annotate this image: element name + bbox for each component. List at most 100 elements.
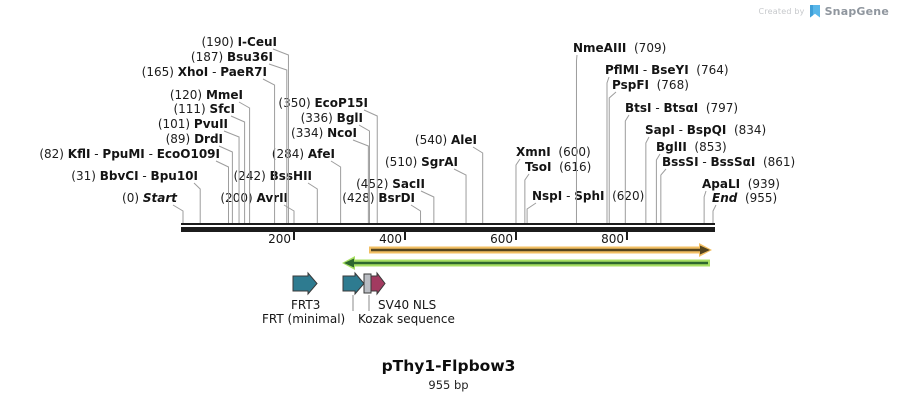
enzyme-position: (797) — [698, 101, 739, 115]
enzyme-name: EcoO109I — [156, 147, 220, 161]
enzyme-label-alei[interactable]: (540) AleI — [415, 134, 477, 147]
enzyme-position: (111) — [173, 102, 210, 116]
feature-label-frt3: FRT3 — [291, 298, 321, 312]
enzyme-label-btsi-bts-i[interactable]: BtsI - BtsαI (797) — [625, 102, 738, 115]
enzyme-position: (187) — [190, 50, 227, 64]
enzyme-position: (540) — [414, 133, 451, 147]
enzyme-position: (89) — [165, 132, 195, 146]
enzyme-name: XmnI — [516, 145, 551, 159]
enzyme-position: (31) — [71, 169, 100, 183]
enzyme-label-bsu36i[interactable]: (187) Bsu36I — [191, 51, 273, 64]
enzyme-position: (510) — [385, 155, 422, 169]
enzyme-label-ecop15i[interactable]: (350) EcoP15I — [278, 97, 368, 110]
enzyme-name: BglI — [336, 111, 363, 125]
enzyme-position: (600) — [550, 145, 591, 159]
enzyme-name: BbvCI — [99, 169, 139, 183]
enzyme-label-sapi-bspqi[interactable]: SapI - BspQI (834) — [645, 124, 766, 137]
enzyme-label-tsoi[interactable]: TsoI (616) — [525, 161, 591, 174]
enzyme-name: BsrDI — [378, 191, 415, 205]
enzyme-name: NmeAIII — [573, 41, 627, 55]
enzyme-label-ncoi[interactable]: (334) NcoI — [291, 127, 357, 140]
snapgene-credit: Created by SnapGene — [759, 5, 889, 18]
enzyme-name-separator: - — [674, 123, 687, 137]
enzyme-name-separator: - — [651, 101, 664, 115]
enzyme-position: (350) — [278, 96, 315, 110]
enzyme-label-nspi-sphi[interactable]: NspI - SphI (620) — [532, 190, 644, 203]
enzyme-position: (200) — [220, 191, 257, 205]
enzyme-position: (620) — [604, 189, 645, 203]
enzyme-position: (336) — [300, 111, 337, 125]
enzyme-position: (616) — [551, 160, 592, 174]
enzyme-name: I-CeuI — [237, 35, 277, 49]
enzyme-label-kfli-ppumi-ecoo109i[interactable]: (82) KflI - PpuMI - EcoO109I — [39, 148, 220, 161]
enzyme-label-apali[interactable]: ApaLI (939) — [702, 178, 780, 191]
enzyme-name: BssSI — [662, 155, 699, 169]
enzyme-name: AvrII — [256, 191, 288, 205]
enzyme-name: ApaLI — [702, 177, 741, 191]
feature-label-kozak-sequence: Kozak sequence — [358, 312, 455, 326]
enzyme-label-sgrai[interactable]: (510) SgrAI — [385, 156, 458, 169]
enzyme-position: (834) — [726, 123, 767, 137]
enzyme-position: (955) — [737, 191, 778, 205]
enzyme-label-bsshii[interactable]: (242) BssHII — [234, 170, 313, 183]
enzyme-name: BseYI — [651, 63, 689, 77]
enzyme-label-afei[interactable]: (284) AfeI — [272, 148, 335, 161]
enzyme-label-bgli[interactable]: (336) BglI — [301, 112, 363, 125]
enzyme-name: PspFI — [612, 78, 649, 92]
enzyme-label-pvuii[interactable]: (101) PvuII — [158, 118, 228, 131]
enzyme-label-nmeaiii[interactable]: NmeAIII (709) — [573, 42, 666, 55]
enzyme-position: (939) — [740, 177, 780, 191]
enzyme-name: SphI — [574, 189, 605, 203]
enzyme-name: BtsαI — [663, 101, 699, 115]
enzyme-label-xhoi-paer7i[interactable]: (165) XhoI - PaeR7I — [142, 66, 267, 79]
enzyme-position: (165) — [141, 65, 178, 79]
feature-label-frt-minimal: FRT (minimal) — [262, 312, 346, 326]
enzyme-name: Start — [142, 191, 177, 205]
enzyme-label-bsrdi[interactable]: (428) BsrDI — [342, 192, 415, 205]
enzyme-name: BtsI — [625, 101, 652, 115]
enzyme-name: PpuMI — [102, 147, 145, 161]
enzyme-label-bsssi-bsss-i[interactable]: BssSI - BssSαI (861) — [662, 156, 795, 169]
enzyme-label-start[interactable]: (0) Start — [122, 192, 177, 205]
enzyme-position: (428) — [342, 191, 379, 205]
enzyme-position: (709) — [626, 41, 667, 55]
enzyme-name: End — [712, 191, 738, 205]
enzyme-label-mmei[interactable]: (120) MmeI — [170, 89, 243, 102]
enzyme-name: DrdI — [194, 132, 223, 146]
plasmid-title: pThy1-Flpbow3 — [381, 357, 516, 375]
enzyme-label-sacii[interactable]: (452) SacII — [356, 178, 425, 191]
enzyme-name-separator: - — [639, 63, 652, 77]
enzyme-name: SgrAI — [421, 155, 458, 169]
enzyme-label-sfci[interactable]: (111) SfcI — [173, 103, 235, 116]
enzyme-position: (452) — [356, 177, 393, 191]
plasmid-length: 955 bp — [428, 378, 469, 392]
enzyme-name-separator: - — [138, 169, 151, 183]
feature-label-sv40-nls: SV40 NLS — [378, 298, 437, 312]
enzyme-name-separator: - — [90, 147, 103, 161]
enzyme-name: KflI — [67, 147, 91, 161]
ruler-tick-label: 600 — [490, 232, 513, 246]
enzyme-name: SapI — [645, 123, 675, 137]
enzyme-label-pspfi[interactable]: PspFI (768) — [612, 79, 689, 92]
enzyme-label-pflmi-bseyi[interactable]: PflMI - BseYI (764) — [605, 64, 729, 77]
enzyme-label-xmni[interactable]: XmnI (600) — [516, 146, 591, 159]
enzyme-name-separator: - — [698, 155, 711, 169]
enzyme-name: PflMI — [605, 63, 640, 77]
enzyme-label-drdi[interactable]: (89) DrdI — [166, 133, 223, 146]
enzyme-label-i-ceui[interactable]: (190) I-CeuI — [202, 36, 278, 49]
enzyme-name: Bsu36I — [227, 50, 273, 64]
enzyme-name: BglII — [656, 140, 687, 154]
enzyme-name: NspI — [532, 189, 563, 203]
enzyme-name: PvuII — [193, 117, 228, 131]
enzyme-label-bglii[interactable]: BglII (853) — [656, 141, 727, 154]
enzyme-label-avrii[interactable]: (200) AvrII — [220, 192, 288, 205]
enzyme-position: (768) — [648, 78, 689, 92]
enzyme-position: (120) — [169, 88, 206, 102]
enzyme-label-end[interactable]: End (955) — [712, 192, 777, 205]
enzyme-name-separator: - — [208, 65, 221, 79]
enzyme-name: BssHII — [269, 169, 312, 183]
enzyme-name: TsoI — [525, 160, 552, 174]
enzyme-label-bbvci-bpu10i[interactable]: (31) BbvCI - Bpu10I — [71, 170, 198, 183]
